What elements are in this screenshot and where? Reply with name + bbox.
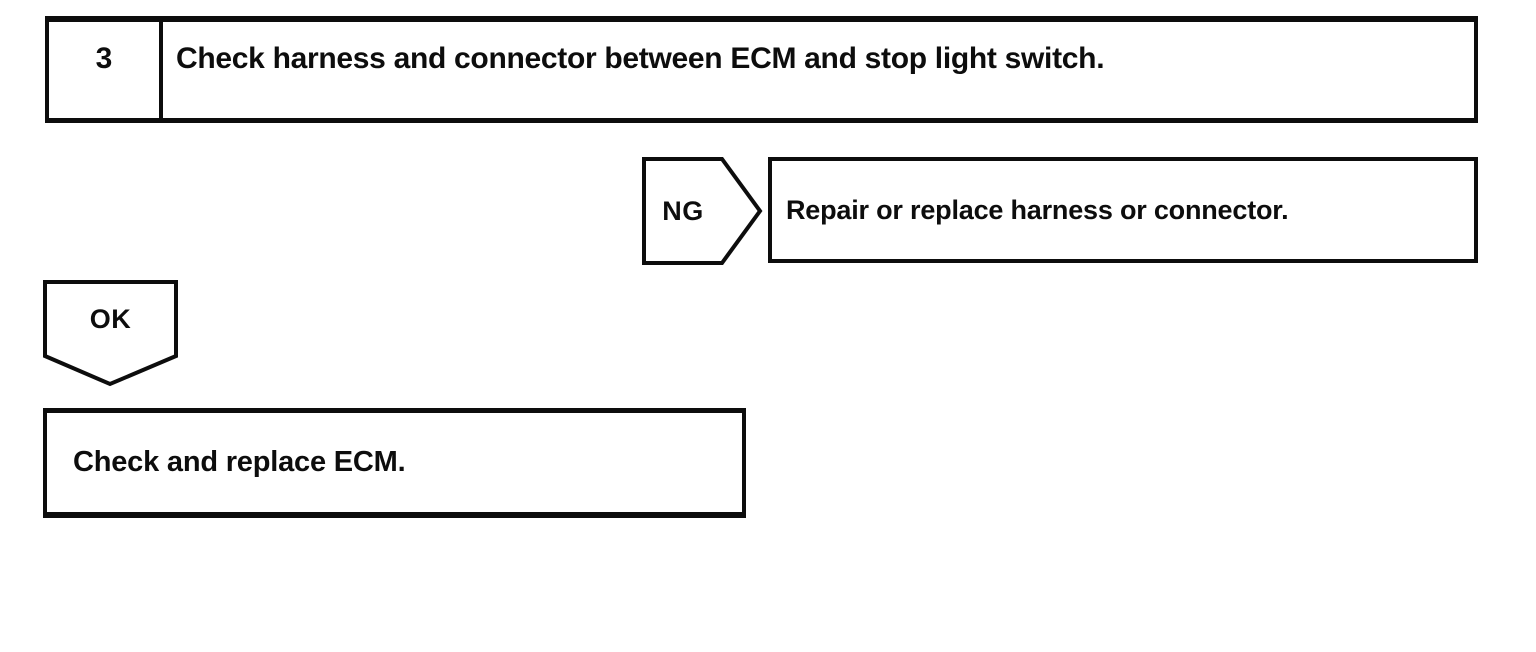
step-number: 3	[49, 22, 163, 118]
ok-action-box: Check and replace ECM.	[43, 408, 746, 518]
ng-label: NG	[662, 195, 704, 226]
ok-connector: OK	[43, 280, 178, 387]
ok-label: OK	[89, 303, 132, 334]
ng-connector: NG	[642, 157, 764, 265]
step-instruction: Check harness and connector between ECM …	[176, 42, 1105, 75]
step-box: 3 Check harness and connector between EC…	[45, 16, 1478, 123]
ng-action-text: Repair or replace harness or connector.	[786, 194, 1289, 225]
ng-action-box: Repair or replace harness or connector.	[768, 157, 1478, 263]
ng-pentagon-icon	[642, 157, 763, 265]
ok-pentagon-icon	[43, 280, 178, 387]
ok-action-text: Check and replace ECM.	[73, 446, 406, 478]
